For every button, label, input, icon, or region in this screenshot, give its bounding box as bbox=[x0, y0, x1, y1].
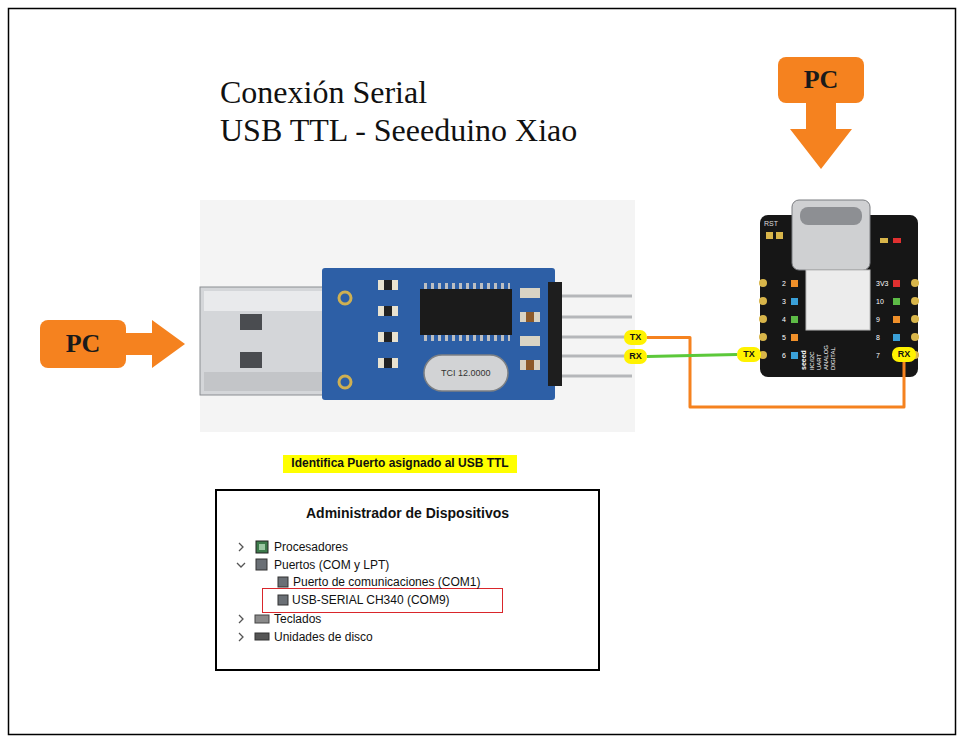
part-label: 5 bbox=[782, 333, 786, 342]
node-text: RX bbox=[629, 351, 642, 361]
node-text: PC bbox=[804, 65, 839, 95]
part-label: 4 bbox=[782, 315, 786, 324]
pin-tag: TX bbox=[624, 330, 647, 345]
board-legend-text: IIC/I2C bbox=[809, 351, 816, 370]
serial-wire bbox=[647, 338, 904, 408]
part-label: 6 bbox=[782, 351, 786, 360]
board-legend-text: DIGITAL bbox=[830, 347, 837, 370]
pc-arrow: PC bbox=[778, 57, 864, 169]
pin-tag: RX bbox=[624, 349, 647, 364]
part-label: Teclados bbox=[274, 612, 321, 626]
part-label: 3V3 bbox=[876, 279, 888, 288]
part-label: TCI 12.0000 bbox=[441, 368, 491, 379]
part-label: 3 bbox=[782, 297, 786, 306]
part-label: 10 bbox=[876, 297, 884, 306]
part-label: 7 bbox=[876, 351, 880, 360]
part-label: 8 bbox=[876, 333, 880, 342]
highlight-note: Identifica Puerto asignado al USB TTL bbox=[283, 455, 517, 473]
board-legend-text: UART bbox=[816, 354, 823, 370]
node-text: TX bbox=[743, 349, 755, 359]
pc-arrow: PC bbox=[40, 318, 185, 370]
node-text: USB-SERIAL CH340 (COM9) bbox=[292, 594, 450, 608]
part-label: Unidades de disco bbox=[274, 630, 373, 644]
pin-tag: TX bbox=[737, 347, 761, 362]
part-label: 2 bbox=[782, 279, 786, 288]
serial-wire bbox=[647, 355, 737, 357]
node-text: PC bbox=[66, 329, 101, 359]
board-legend-text: ANALOG bbox=[823, 345, 830, 370]
node-text: Administrador de Dispositivos bbox=[306, 505, 509, 521]
arrow-shape bbox=[40, 318, 185, 370]
part-label: Puerto de comunicaciones (COM1) bbox=[293, 575, 480, 589]
pin-tag: RX bbox=[892, 347, 916, 362]
board-legend-text: seeed bbox=[800, 350, 808, 370]
node-text: TX bbox=[630, 332, 642, 342]
selected-port-box: USB-SERIAL CH340 (COM9) bbox=[262, 588, 503, 613]
part-label: 9 bbox=[876, 315, 880, 324]
part-label: Puertos (COM y LPT) bbox=[274, 558, 389, 572]
node-text: RX bbox=[898, 349, 911, 359]
part-label: RST bbox=[764, 219, 778, 228]
node-text: Identifica Puerto asignado al USB TTL bbox=[291, 457, 508, 471]
diagram-title: Conexión Serial USB TTL - Seeeduino Xiao bbox=[220, 73, 577, 149]
part-label: Procesadores bbox=[274, 540, 348, 554]
